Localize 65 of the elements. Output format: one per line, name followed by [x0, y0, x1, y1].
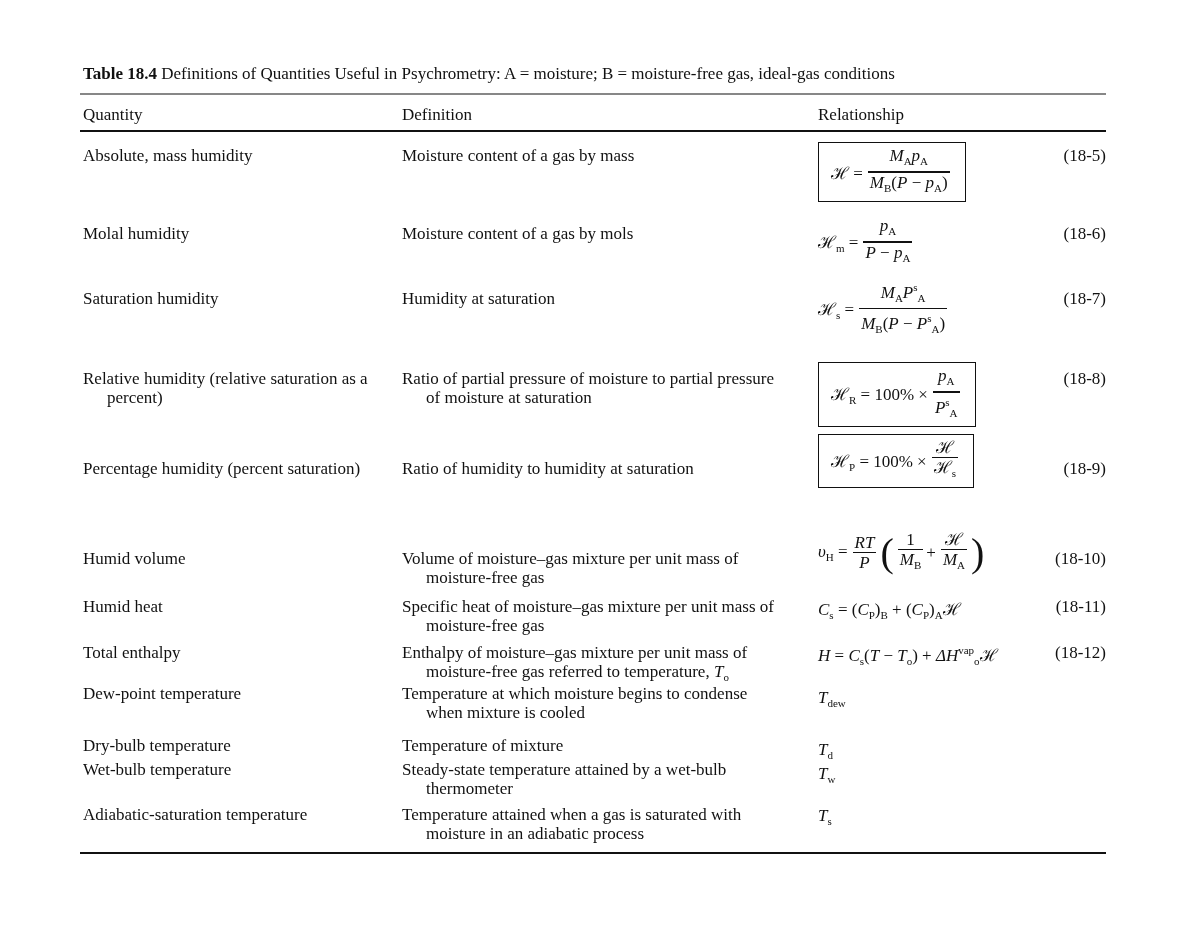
denominator: ℋ$_{s}$ [932, 458, 957, 482]
quantity-name: Humid heat [83, 597, 164, 616]
column-header: Definition [402, 105, 472, 124]
quantity-name: Relative humidity (relative saturation as a percent) [83, 369, 369, 407]
equation-number: (18-8) [1063, 369, 1106, 388]
numerator: p$_{A}$ [878, 216, 898, 240]
formula-text: T$_{d}$ [818, 740, 833, 762]
quantity-name: Adiabatic-saturation temperature [83, 805, 309, 824]
quantity-name: Total enthalpy [83, 643, 182, 662]
equation-number: (18-9) [1063, 459, 1106, 478]
definition-text: Ratio of partial pressure of moisture to partial pressure of moisture at saturation [402, 369, 775, 407]
denominator: P − p$_{A}$ [864, 242, 912, 267]
formula-text: + [926, 542, 936, 563]
quantity-name: Dry-bulb temperature [83, 736, 232, 755]
equation-number: (18-6) [1063, 224, 1106, 243]
numerator: M$_{A}$p$_{A}$ [888, 146, 930, 170]
equation-number: (18-11) [1055, 597, 1106, 616]
formula-text: ℋ$_{s}$ = [818, 298, 855, 321]
table-title: Table 18.4 Definitions of Quantities Useful in Psychrometry: A = moisture; B = moisture-free gas, ideal-gas conditions [83, 64, 896, 83]
quantity-name: Saturation humidity [83, 289, 220, 308]
denominator: M$_{A}$ [941, 550, 966, 574]
denominator: M$_{B}$(P − p$_{A}$) [868, 172, 949, 197]
numerator: ℋ [943, 530, 965, 549]
numerator: p$_{A}$ [936, 366, 956, 390]
quantity-name: Dew-point temperature [83, 684, 243, 703]
formula-text: ℋ$_{R}$ = 100% × [831, 384, 928, 407]
definition-text: Temperature at which moisture begins to condense when mixture is cooled [402, 684, 749, 722]
denominator: P [858, 553, 871, 573]
definition-text: Volume of moisture–gas mixture per unit mass of moisture-free gas [402, 549, 740, 587]
definition-text: Moisture content of a gas by mols [402, 224, 635, 243]
quantity-name: Molal humidity [83, 224, 191, 243]
denominator: M$_{B}$(P − P$^{s}$$_{A}$) [860, 311, 947, 338]
definition-text: Temperature of mixture [402, 736, 565, 755]
definition-text: Steady-state temperature attained by a wet-bulb thermometer [402, 760, 728, 798]
quantity-name: Wet-bulb temperature [83, 760, 233, 779]
numerator: 1 [905, 530, 916, 549]
formula-text: ℋ$_{P}$ = 100% × [831, 450, 927, 474]
formula-text: T$_{s}$ [818, 806, 832, 828]
definition-text: Enthalpy of moisture–gas mixture per unit mass of moisture-free gas referred to temperature, T$_{o}$ [402, 643, 749, 686]
column-header: Quantity [83, 105, 143, 124]
equation-number: (18-10) [1055, 549, 1106, 568]
parenthesis: ) [971, 531, 985, 574]
formula-text: H = C$_{s}$(T − T$_{o}$) + ΔH$^{vap}$$_{o}$ℋ [818, 643, 998, 668]
numerator: RT [853, 533, 877, 553]
quantity-name: Absolute, mass humidity [83, 146, 254, 165]
formula-text: υ$_{H}$ = [818, 542, 848, 564]
denominator: M$_{B}$ [898, 550, 923, 574]
definition-text: Ratio of humidity to humidity at saturation [402, 459, 695, 478]
formula-text: ℋ = [831, 162, 863, 184]
formula-text: ℋ$_{m}$ = [818, 231, 859, 255]
definition-text: Specific heat of moisture–gas mixture per unit mass of moisture-free gas [402, 597, 776, 635]
formula-text: C$_{s}$ = (C$_{P}$)$_{B}$ + (C$_{P}$)$_{A}$ℋ [818, 599, 961, 622]
definition-text: Moisture content of a gas by mass [402, 146, 636, 165]
numerator: ℋ [934, 438, 956, 457]
definition-text: Humidity at saturation [402, 289, 556, 308]
parenthesis: ( [880, 531, 894, 574]
formula-text: T$_{dew}$ [818, 688, 846, 710]
column-header: Relationship [818, 105, 904, 124]
equation-number: (18-12) [1055, 643, 1106, 662]
formula-text: T$_{w}$ [818, 764, 836, 786]
equation-number: (18-7) [1063, 289, 1106, 308]
quantity-name: Percentage humidity (percent saturation) [83, 459, 362, 478]
quantity-name: Humid volume [83, 549, 187, 568]
definition-text: Temperature attained when a gas is saturated with moisture in an adiabatic process [402, 805, 743, 843]
equation-number: (18-5) [1063, 146, 1106, 165]
